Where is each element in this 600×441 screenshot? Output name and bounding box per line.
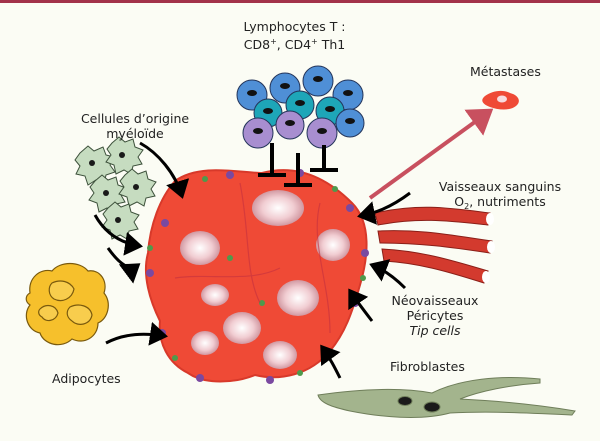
diagram-illustration — [25, 65, 576, 418]
t-lymphocytes-cluster — [236, 65, 365, 187]
metastases-label: Métastases — [470, 64, 541, 79]
blood-vessels-label: Vaisseaux sanguins O2, nutriments — [420, 179, 580, 214]
adipocytes-label: Adipocytes — [52, 371, 121, 386]
vessels-label-line1: Vaisseaux sanguins — [438, 179, 562, 194]
fibroblasts-label: Fibroblastes — [390, 359, 465, 374]
neovessels-label-line2: Péricytes — [406, 308, 464, 323]
tumor-mass — [144, 169, 369, 384]
lymphocytes-label: Lymphocytes T : CD8+, CD4+ Th1 — [222, 19, 367, 52]
lymphocytes-label-line1: Lymphocytes T : — [243, 19, 346, 34]
myeloid-cells-label: Cellules d’origine myéloïde — [60, 111, 210, 141]
myeloid-label-line1: Cellules d’origine — [80, 111, 190, 126]
influence-arrows — [93, 141, 411, 379]
adipocytes-cluster — [25, 262, 109, 346]
metastasis-cell — [482, 90, 519, 110]
neovessels-label-line1: Néovaisseaux — [391, 293, 479, 308]
metastasis-arrow — [368, 108, 494, 200]
blood-vessels — [374, 206, 495, 284]
neovessels-label: Néovaisseaux Péricytes Tip cells — [380, 293, 490, 338]
vessels-label-line2: O2, nutriments — [454, 194, 546, 211]
myeloid-label-line2: myéloïde — [106, 126, 164, 141]
myeloid-cells — [74, 136, 157, 240]
neovessels-label-line3: Tip cells — [409, 323, 461, 338]
fibroblasts-cluster — [317, 377, 576, 418]
lymphocytes-label-line2: CD8+, CD4+ Th1 — [243, 37, 346, 52]
